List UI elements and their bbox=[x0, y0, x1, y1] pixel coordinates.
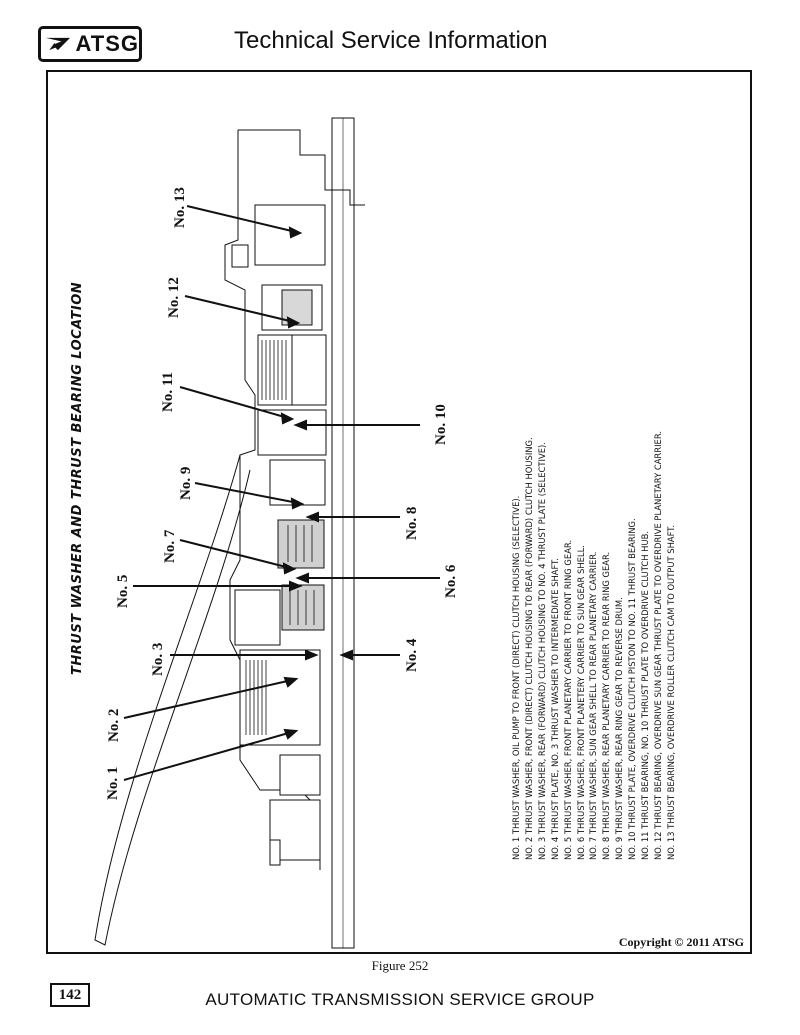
callout-no-8: No. 8 bbox=[404, 506, 420, 540]
callout-no-4: No. 4 bbox=[404, 638, 420, 672]
callout-no-9: No. 9 bbox=[178, 466, 194, 500]
logo-text: ATSG bbox=[75, 31, 139, 56]
callout-no-10: No. 10 bbox=[433, 404, 449, 445]
figure-frame bbox=[46, 70, 752, 954]
atsg-wing-icon bbox=[45, 37, 71, 51]
legend-item: NO. 2 THRUST WASHER, FRONT (DIRECT) CLUT… bbox=[523, 437, 534, 860]
legend-item: NO. 4 THRUST PLATE, NO. 3 THRUST WASHER … bbox=[549, 558, 560, 860]
page-title: Technical Service Information bbox=[234, 27, 548, 54]
legend-item: NO. 9 THRUST WASHER, REAR RING GEAR TO R… bbox=[614, 597, 625, 860]
callout-no-1: No. 1 bbox=[105, 766, 121, 800]
figure-caption: Figure 252 bbox=[371, 958, 429, 973]
legend-item: NO. 6 THRUST WASHER, FRONT PLANETERY CAR… bbox=[575, 545, 586, 860]
legend-item: NO. 13 THRUST BEARING, OVERDRIVE ROLLER … bbox=[665, 524, 676, 860]
legend-item: NO. 8 THRUST WASHER, REAR PLANETARY CARR… bbox=[601, 551, 612, 860]
callout-no-12: No. 12 bbox=[166, 277, 182, 318]
legend-item: NO. 7 THRUST WASHER, SUN GEAR SHELL TO R… bbox=[588, 551, 599, 860]
callout-no-7: No. 7 bbox=[162, 529, 178, 563]
callout-no-2: No. 2 bbox=[106, 708, 122, 742]
atsg-logo: ATSG bbox=[38, 26, 142, 62]
callout-no-3: No. 3 bbox=[150, 642, 166, 676]
figure-title: THRUST WASHER AND THRUST BEARING LOCATIO… bbox=[70, 281, 85, 675]
copyright-notice: Copyright © 2011 ATSG bbox=[618, 935, 744, 949]
legend-item: NO. 5 THRUST WASHER, FRONT PLANETARY CAR… bbox=[562, 539, 573, 860]
page-number: 142 bbox=[50, 983, 90, 1007]
callout-no-13: No. 13 bbox=[172, 187, 188, 228]
legend-item: NO. 12 THRUST BEARING, OVERDRIVE SUN GEA… bbox=[652, 430, 663, 860]
callout-no-5: No. 5 bbox=[115, 574, 131, 608]
legend: NO. 1 THRUST WASHER, OIL PUMP TO FRONT (… bbox=[510, 390, 678, 860]
footer-text: AUTOMATIC TRANSMISSION SERVICE GROUP bbox=[205, 990, 595, 1009]
legend-item: NO. 1 THRUST WASHER, OIL PUMP TO FRONT (… bbox=[511, 495, 521, 860]
legend-item: NO. 11 THRUST BEARING, NO. 10 THRUST PLA… bbox=[640, 531, 651, 860]
callout-no-11: No. 11 bbox=[160, 371, 176, 412]
legend-item: NO. 10 THRUST PLATE, OVERDRIVE CLUTCH PI… bbox=[627, 518, 638, 860]
callout-no-6: No. 6 bbox=[443, 564, 459, 598]
legend-item: NO. 3 THRUST WASHER, REAR (FORWARD) CLUT… bbox=[536, 442, 547, 860]
